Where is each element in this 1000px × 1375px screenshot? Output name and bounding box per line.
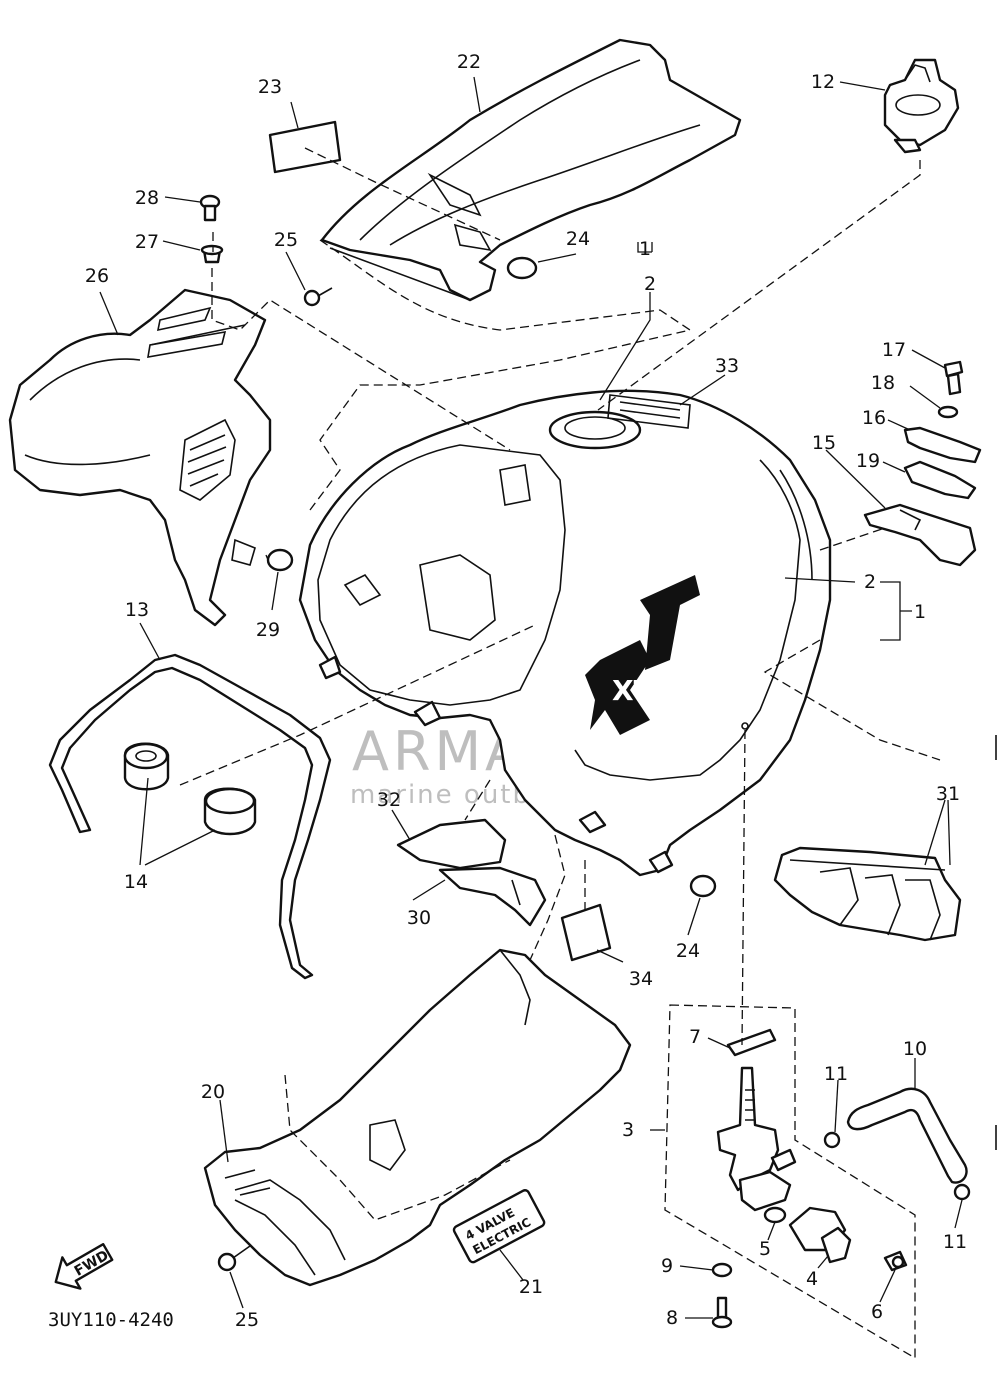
fuel-cap-part-12 <box>883 58 960 154</box>
fwd-arrow: FWD <box>54 1243 114 1290</box>
callout-1-top: 1 <box>639 238 651 260</box>
callout-17: 17 <box>882 339 906 361</box>
callout-2-top: 2 <box>644 273 656 295</box>
bolt-part-17 <box>943 360 964 396</box>
callout-13: 13 <box>125 599 149 621</box>
callout-32: 32 <box>377 789 401 811</box>
callout-31: 31 <box>936 783 960 805</box>
side-cover-part-20 <box>203 948 632 1287</box>
callouts: 1 2 1 2 3 4 5 6 7 8 9 10 11 11 12 13 14 … <box>85 51 967 1331</box>
damper-part-15 <box>863 503 977 567</box>
cover-part-31 <box>773 846 962 942</box>
washer-part-9 <box>711 1262 733 1278</box>
callout-18: 18 <box>871 372 895 394</box>
callout-12: 12 <box>811 71 835 93</box>
callout-4: 4 <box>806 1268 818 1290</box>
callout-6: 6 <box>871 1301 883 1323</box>
callout-10: 10 <box>903 1038 927 1060</box>
screw-part-8 <box>711 1296 733 1329</box>
callout-7: 7 <box>689 1026 701 1048</box>
callout-11-b: 11 <box>943 1231 967 1253</box>
assembly-lines <box>179 147 941 1221</box>
callout-30: 30 <box>407 907 431 929</box>
callout-15: 15 <box>812 432 836 454</box>
callout-11-a: 11 <box>824 1063 848 1085</box>
bracket-part-13 <box>48 653 332 980</box>
damper-part-14-a <box>123 742 170 791</box>
callout-9: 9 <box>661 1255 673 1277</box>
leader-lines <box>99 76 963 1319</box>
callout-22: 22 <box>457 51 481 73</box>
collar-part-27 <box>200 244 224 264</box>
o-ring-part-5 <box>763 1206 787 1224</box>
callout-27: 27 <box>135 231 159 253</box>
callout-2-right: 2 <box>864 571 876 593</box>
callout-26: 26 <box>85 265 109 287</box>
callout-20: 20 <box>201 1081 225 1103</box>
callout-5: 5 <box>759 1238 771 1260</box>
callout-29: 29 <box>256 619 280 641</box>
callout-19: 19 <box>856 450 880 472</box>
bolt-part-28 <box>199 194 221 222</box>
callout-3: 3 <box>622 1119 634 1141</box>
fuel-tank-part-1: XT <box>298 389 832 877</box>
callout-1-right: 1 <box>914 601 926 623</box>
drawing-code: 3UY110-4240 <box>48 1309 174 1331</box>
grommet-part-24-top <box>506 256 538 280</box>
tank-logo: XT <box>585 575 700 735</box>
screw-part-6 <box>883 1250 908 1272</box>
fuel-hose-part-10 <box>846 1087 968 1184</box>
screw-part-25-lower <box>217 1245 251 1272</box>
callout-23: 23 <box>258 76 282 98</box>
callout-34: 34 <box>629 968 653 990</box>
bracket-part-19 <box>903 460 977 500</box>
pad-part-23 <box>268 120 342 174</box>
damper-part-14-b <box>203 787 257 836</box>
callout-28: 28 <box>135 187 159 209</box>
callout-24-lower: 24 <box>676 940 700 962</box>
screw-part-25-top <box>303 287 333 307</box>
callout-14: 14 <box>124 871 148 893</box>
pad-part-34 <box>560 903 612 962</box>
callout-21: 21 <box>519 1276 543 1298</box>
clip-part-11-a <box>823 1131 841 1149</box>
callout-16: 16 <box>862 407 886 429</box>
tank-logo-text: XT <box>612 674 653 707</box>
lever-part-4 <box>788 1206 852 1264</box>
side-cover-part-26 <box>8 288 272 627</box>
callout-25-lower: 25 <box>235 1309 259 1331</box>
bracket-part-16 <box>903 426 982 464</box>
clip-part-11-b <box>953 1183 971 1201</box>
bracket-part-30 <box>438 866 547 927</box>
callout-33: 33 <box>715 355 739 377</box>
callout-8: 8 <box>666 1307 678 1329</box>
pad-part-32 <box>396 818 507 870</box>
callout-25-top: 25 <box>274 229 298 251</box>
grommet-part-24-lower <box>689 874 717 898</box>
callout-24-top: 24 <box>566 228 590 250</box>
decal-part-21: 4 VALVE ELECTRIC <box>452 1189 546 1264</box>
side-cover-part-22 <box>320 38 742 302</box>
washer-part-18 <box>937 405 959 419</box>
fuel-cock-assembly-part-3 <box>664 722 916 1360</box>
grommet-part-29 <box>266 548 294 572</box>
